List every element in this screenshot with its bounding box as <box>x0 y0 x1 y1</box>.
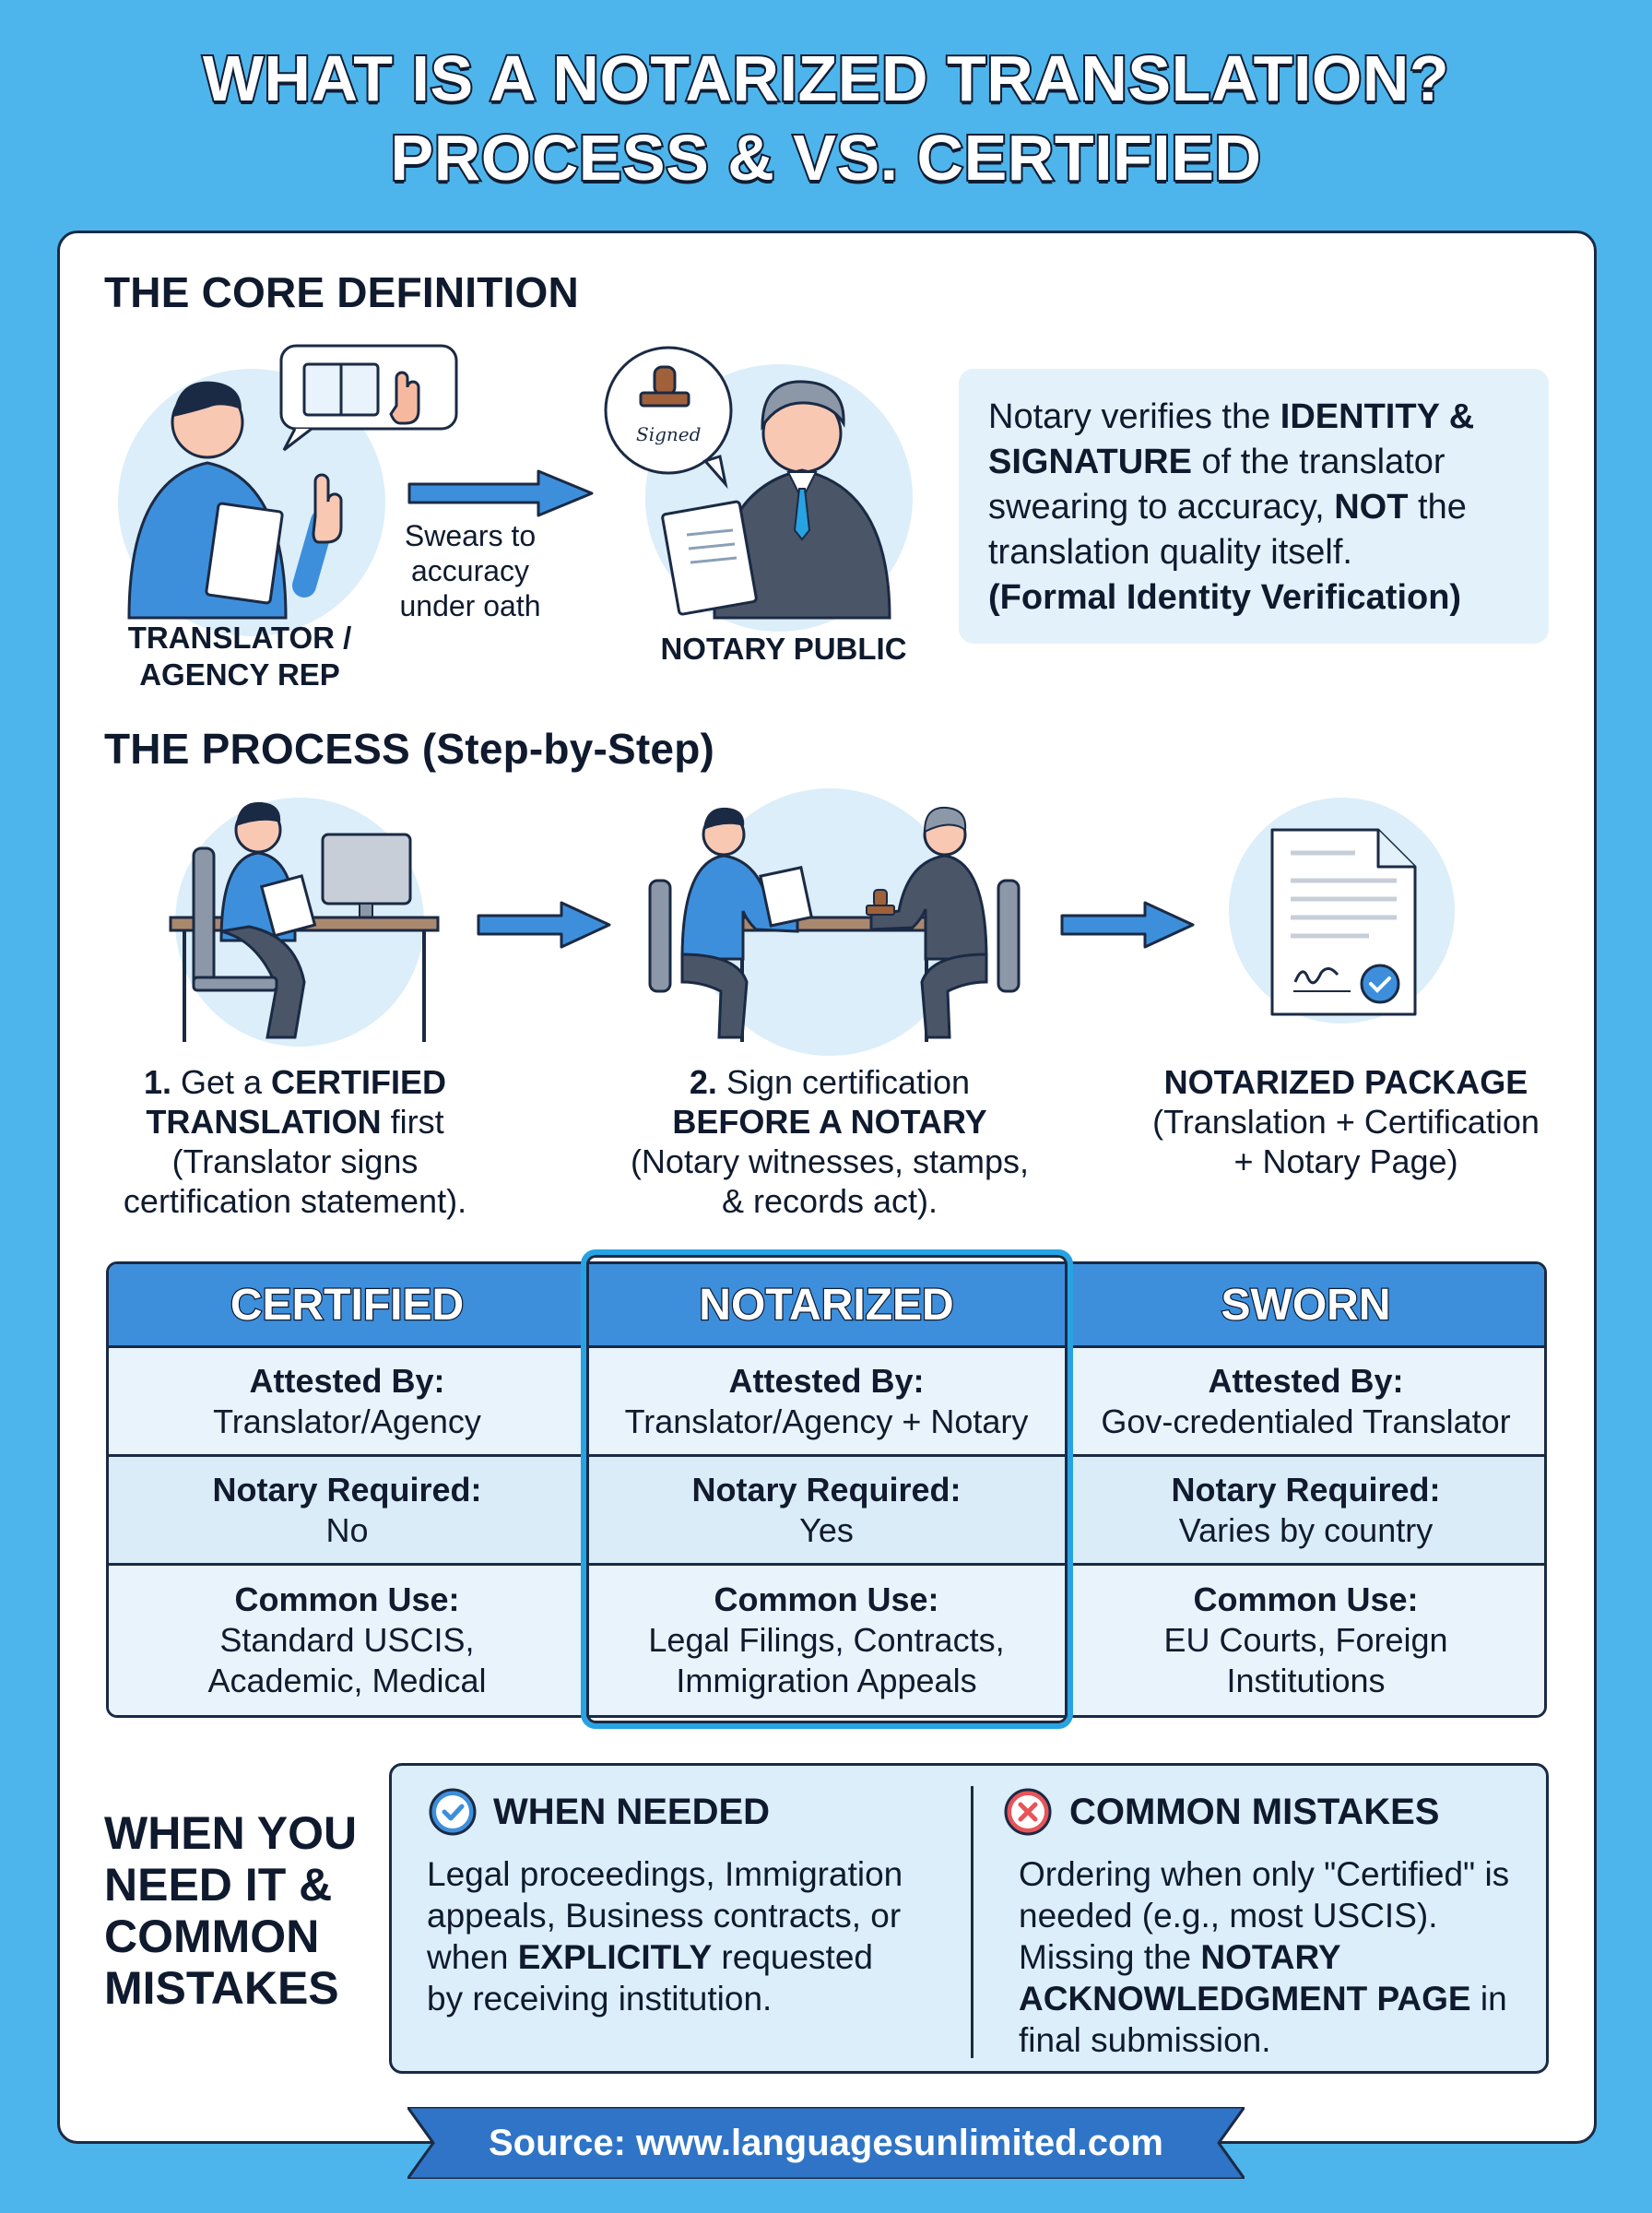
core-definition-heading: THE CORE DEFINITION <box>104 268 579 316</box>
comparison-table: CERTIFIED Attested By: Translator/Agency… <box>106 1261 1547 1718</box>
arrow-right-icon <box>1060 901 1195 949</box>
source-ribbon <box>407 2107 1245 2179</box>
source-link[interactable]: Source: www.languagesunlimited.com <box>489 2122 1163 2163</box>
common-mistakes-heading: COMMON MISTAKES <box>1069 1792 1440 1832</box>
column-notarized: NOTARIZED Attested By: Translator/Agency… <box>588 1264 1068 1715</box>
notary-required-cell: Notary Required: Varies by country <box>1068 1457 1544 1566</box>
column-header: NOTARIZED <box>588 1264 1065 1348</box>
when-section-title: WHEN YOU NEED IT & COMMON MISTAKES <box>104 1807 358 2014</box>
title-line-2: PROCESS & VS. CERTIFIED <box>389 120 1263 195</box>
column-header: SWORN <box>1068 1264 1544 1348</box>
notary-required-cell: Notary Required: Yes <box>588 1457 1065 1566</box>
common-mistakes-text: Ordering when only "Certified" is needed… <box>1019 1855 1510 2059</box>
step3-text: NOTARIZED PACKAGE (Translation + Certifi… <box>1152 1063 1540 1180</box>
notary-required-cell: Notary Required: No <box>109 1457 585 1566</box>
swears-text: Swears to accuracy under oath <box>399 519 541 622</box>
arrow-right-icon <box>477 901 611 949</box>
page-title: WHAT IS A NOTARIZED TRANSLATION? PROCESS… <box>0 39 1652 197</box>
common-use-cell: Common Use: Legal Filings, Contracts, Im… <box>588 1566 1065 1715</box>
attested-cell: Attested By: Translator/Agency + Notary <box>588 1348 1065 1457</box>
common-use-cell: Common Use: Standard USCIS, Academic, Me… <box>109 1566 585 1715</box>
notary-meeting-icon <box>648 806 1021 1042</box>
process-heading: THE PROCESS (Step-by-Step) <box>104 725 715 773</box>
common-use-cell: Common Use: EU Courts, Foreign Instituti… <box>1068 1566 1544 1715</box>
column-sworn: SWORN Attested By: Gov-credentialed Tran… <box>1068 1264 1544 1715</box>
translator-illustration-icon <box>127 344 458 620</box>
arrow-right-icon <box>407 469 594 517</box>
column-header: CERTIFIED <box>109 1264 585 1348</box>
step1-text: 1. Get a CERTIFIED TRANSLATION first (Tr… <box>123 1063 467 1220</box>
notary-illustration-icon: Signed <box>604 346 891 620</box>
x-circle-icon <box>1004 1788 1052 1836</box>
translator-label: TRANSLATOR / AGENCY REP <box>127 621 352 692</box>
when-box: WHEN NEEDED Legal proceedings, Immigrati… <box>389 1763 1549 2074</box>
when-needed-heading: WHEN NEEDED <box>493 1792 771 1832</box>
column-certified: CERTIFIED Attested By: Translator/Agency… <box>109 1264 588 1715</box>
section-divider <box>971 1786 974 2058</box>
notarized-document-icon <box>1270 828 1417 1016</box>
desk-computer-icon <box>169 801 440 1042</box>
step2-text: 2. Sign certification BEFORE A NOTARY (N… <box>630 1063 1030 1220</box>
attested-cell: Attested By: Gov-credentialed Translator <box>1068 1348 1544 1457</box>
attested-cell: Attested By: Translator/Agency <box>109 1348 585 1457</box>
notary-label: NOTARY PUBLIC <box>660 632 907 666</box>
when-needed-text: Legal proceedings, Immigration appeals, … <box>427 1855 903 2018</box>
check-circle-icon <box>429 1788 477 1836</box>
title-line-1: WHAT IS A NOTARIZED TRANSLATION? <box>201 41 1451 116</box>
signature-text: Signed <box>636 423 701 445</box>
definition-box: Notary verifies the IDENTITY & SIGNATURE… <box>959 369 1549 644</box>
